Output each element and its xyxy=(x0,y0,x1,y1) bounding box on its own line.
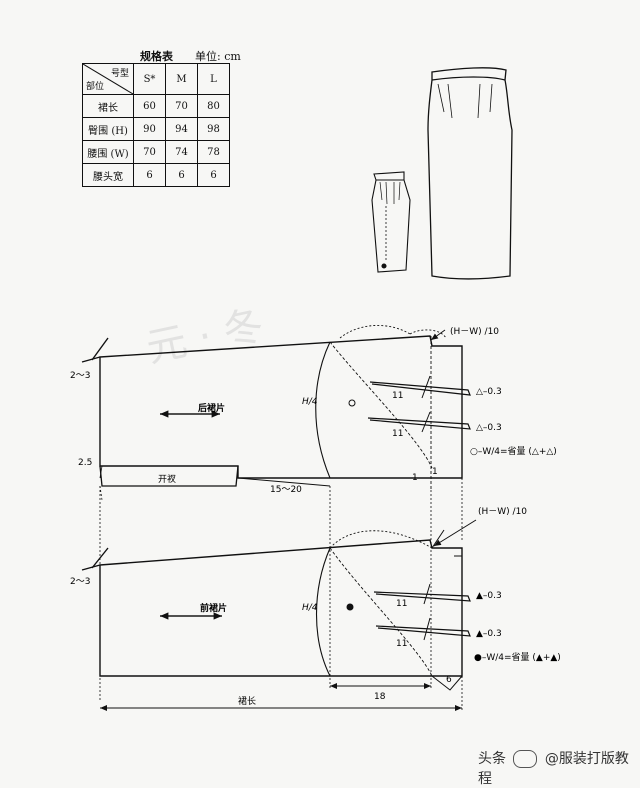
back-hip-depth: H/4 xyxy=(302,397,318,407)
corner-diagonal xyxy=(83,64,133,94)
table-title: 规格表 xyxy=(140,50,173,63)
front-dart-value: ▲–0.3 xyxy=(476,591,502,601)
back-piece-name: 后裙片 xyxy=(198,402,225,414)
footer-text-a: 头条 xyxy=(478,751,506,767)
back-slit-label: 开衩 xyxy=(158,474,176,485)
back-dart-length: 11 xyxy=(392,429,403,439)
table-cell: 6 xyxy=(133,163,166,187)
corner-part-label: 部位 xyxy=(86,82,105,92)
row-label: 臀围 (H) xyxy=(82,117,134,141)
back-dart-value: △–0.3 xyxy=(476,423,502,433)
back-waist-formula: (H－W) /10 xyxy=(450,327,499,337)
back-dart-note: ○–W/4=省量 (△+△) xyxy=(470,445,557,457)
footer-logo-icon xyxy=(513,750,538,768)
table-cell: 6 xyxy=(165,163,198,187)
size-header: L xyxy=(197,63,230,95)
size-header: M xyxy=(165,63,198,95)
back-hem-rise: 2～3 xyxy=(70,371,90,381)
table-cell: 78 xyxy=(197,140,230,164)
table-row: 臀围 (H) 90 94 98 xyxy=(82,117,230,141)
row-label: 腰头宽 xyxy=(82,163,134,187)
back-side-mark: 1 xyxy=(432,467,438,477)
table-unit: 单位: cm xyxy=(195,50,241,63)
front-dot-mark xyxy=(346,603,354,611)
table-header-row: 号型 部位 S* M L xyxy=(82,63,230,95)
front-dart-value: ▲–0.3 xyxy=(476,629,502,639)
table-cell: 80 xyxy=(197,94,230,118)
corner-size-label: 号型 xyxy=(110,69,129,79)
table-cell: 74 xyxy=(165,140,198,164)
watermark: 元 · 冬 xyxy=(143,302,268,372)
skirt-sketch-small xyxy=(371,171,411,273)
table-row: 腰头宽 6 6 6 xyxy=(82,163,230,187)
table-corner-cell: 号型 部位 xyxy=(82,63,134,95)
table-cell: 60 xyxy=(133,94,166,118)
table-cell: 90 xyxy=(133,117,166,141)
front-waist-formula: (H－W) /10 xyxy=(478,507,527,517)
skirt-sketch-large xyxy=(427,67,513,280)
back-side-mark: 1 xyxy=(412,473,418,483)
table-cell: 94 xyxy=(165,117,198,141)
footer-watermark: 头条 @服装打版教程 xyxy=(478,748,640,788)
back-dart-length: 11 xyxy=(392,391,403,401)
front-dart-length: 11 xyxy=(396,599,407,609)
table-cell: 6 xyxy=(197,163,230,187)
table-cell: 98 xyxy=(197,117,230,141)
row-label: 腰围 (W) xyxy=(82,140,134,164)
front-hem-rise: 2～3 xyxy=(70,577,90,587)
front-piece xyxy=(81,519,477,712)
front-piece-name: 前裙片 xyxy=(200,602,227,614)
front-side-6: 6 xyxy=(446,675,452,685)
front-dart-note: ●–W/4=省量 (▲+▲) xyxy=(474,651,561,663)
alignment-guides xyxy=(99,478,463,700)
back-slit-range: 15～20 xyxy=(270,485,302,495)
front-dart-length: 11 xyxy=(396,639,407,649)
skirt-length-label: 裙长 xyxy=(238,695,256,707)
front-hip-depth: H/4 xyxy=(302,603,318,613)
size-header: S* xyxy=(133,63,166,95)
front-width-18: 18 xyxy=(374,692,386,702)
size-spec-table: 号型 部位 S* M L 裙长 60 70 80 臀围 (H) 90 94 98… xyxy=(82,63,230,187)
back-slit-offset: 2.5 xyxy=(78,458,92,468)
back-dart-value: △–0.3 xyxy=(476,387,502,397)
